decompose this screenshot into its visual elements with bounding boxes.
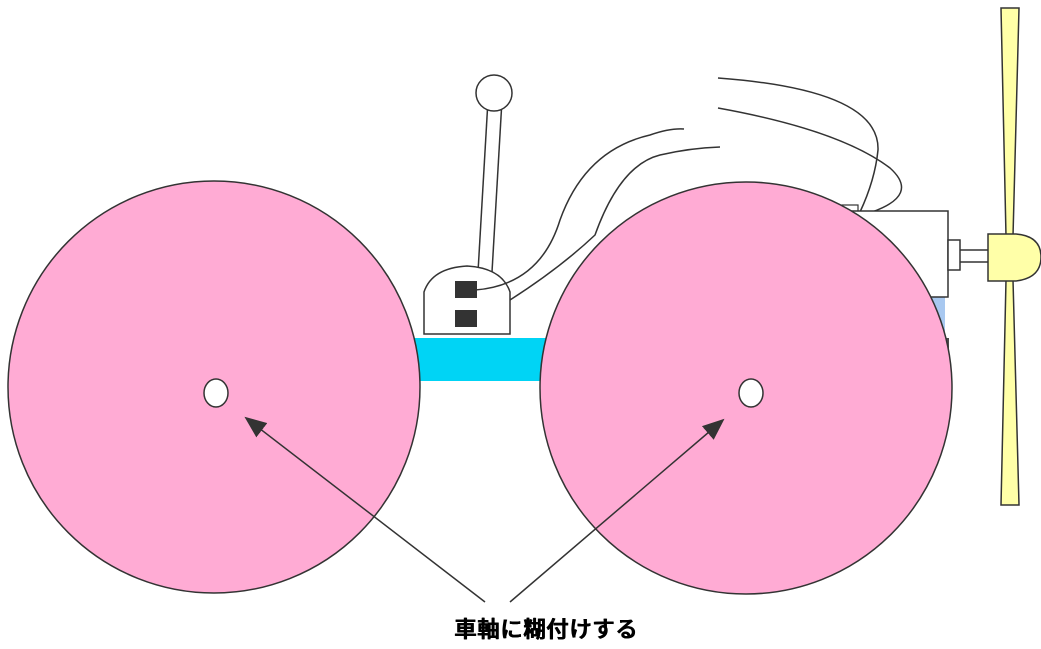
arrow-right-axle [509,418,725,603]
right-wheel-hub [738,378,764,408]
motor-shaft-collar [947,239,961,271]
right-wheel [539,181,953,595]
propeller-blade-bottom [1000,279,1020,506]
switch-unit [423,74,513,335]
left-wheel-hub [203,378,229,408]
propeller-hub [987,233,1041,282]
caption-label: 車軸に糊付けする [0,612,1041,644]
switch-housing [423,265,511,335]
propeller-blade-top [1000,7,1020,237]
propeller [987,7,1041,506]
lever-knob [475,74,513,112]
wires [474,77,903,301]
caption-text: 車軸に糊付けする [454,618,639,643]
battery-cell-bottom [455,310,477,327]
battery-cell-top [455,281,477,298]
arrow-left-axle [244,416,486,603]
left-wheel [7,180,421,594]
